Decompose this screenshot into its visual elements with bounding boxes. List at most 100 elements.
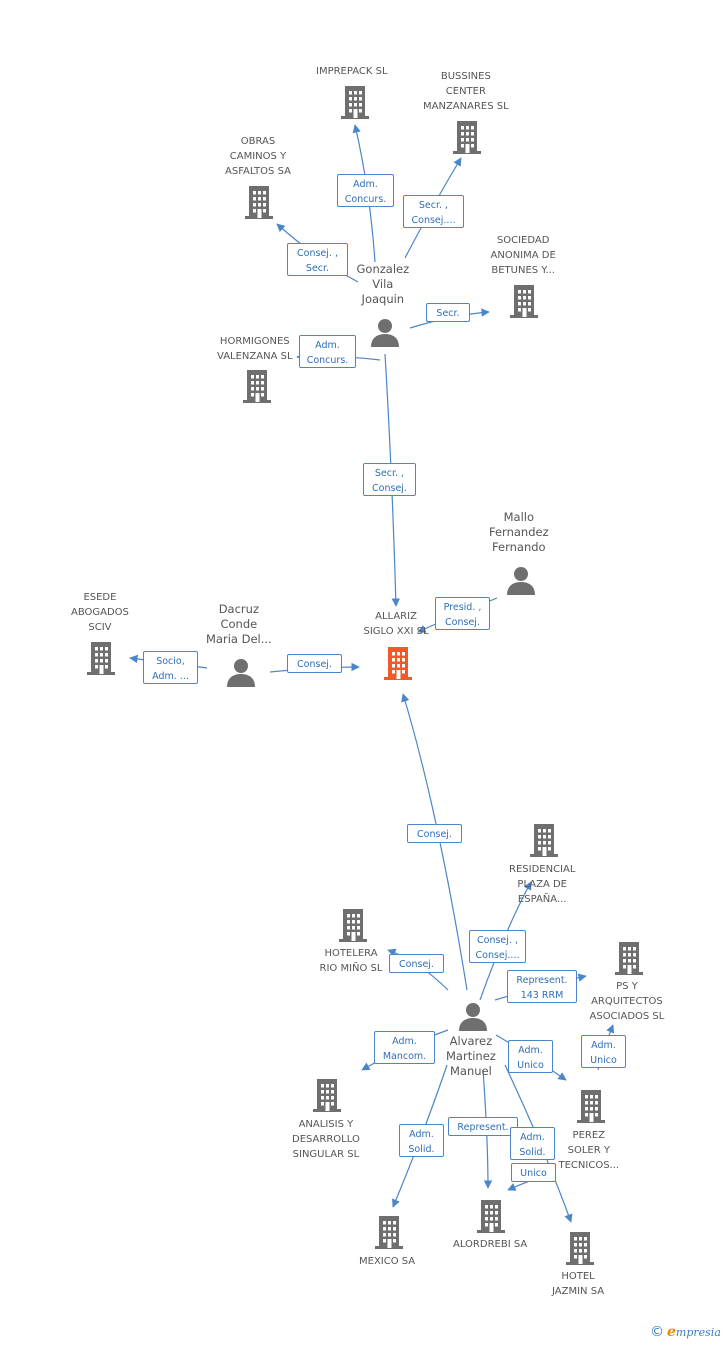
node-name-line: ABOGADOS [71, 607, 129, 618]
node-name-line: HOTELERA [324, 948, 378, 959]
edge-label-14[interactable]: Adm.Unico [508, 1040, 553, 1073]
edge-label-6[interactable]: Presid. ,Consej. [435, 597, 490, 630]
edge-label-9[interactable]: Consej. [407, 824, 462, 843]
edge-label-17[interactable]: Represent. [448, 1117, 518, 1136]
node-name-line: HOTEL [561, 1271, 595, 1282]
node-name-line: CENTER [445, 86, 486, 97]
edge-label-11[interactable]: Consej. [389, 954, 444, 973]
edge-label-7[interactable]: Socio,Adm. ... [143, 651, 198, 684]
edge-label-15[interactable]: Adm. Unico [581, 1035, 626, 1068]
node-name-line: ANALISIS Y [298, 1119, 354, 1130]
person-icon-dacruz[interactable] [225, 656, 257, 693]
building-icon-alordrebi[interactable] [474, 1198, 508, 1239]
node-name-mexico[interactable]: MEXICO SA [359, 1254, 415, 1269]
node-name-line: ANONIMA DE [490, 250, 556, 261]
edge-label-line: Secr. , [374, 468, 405, 479]
node-name-line: RESIDENCIAL [509, 864, 576, 875]
node-name-line: Maria Del... [206, 632, 272, 646]
edge-label-line: Consej. [417, 829, 452, 840]
person-icon-alvarez[interactable] [457, 1000, 489, 1037]
building-icon-psy[interactable] [612, 940, 646, 981]
edge-label-10[interactable]: Consej. , Consej.... [469, 930, 526, 963]
node-name-alordrebi[interactable]: ALORDREBI SA [453, 1237, 527, 1252]
edge-label-2[interactable]: Consej. ,Secr. [287, 243, 348, 276]
edge-label-1[interactable]: Secr. ,Consej.... [403, 195, 464, 228]
edge-label-13[interactable]: Adm.Mancom. [374, 1031, 435, 1064]
building-icon-bussines[interactable] [450, 119, 484, 160]
edge-label-line: Presid. , [443, 602, 482, 613]
edge-label-18[interactable]: Adm. Solid. [510, 1127, 555, 1160]
node-name-line: DESARROLLO [292, 1134, 360, 1145]
building-icon-hormigones[interactable] [240, 368, 274, 409]
edge-label-0[interactable]: Adm.Concurs. [337, 174, 394, 207]
edge-label-line: Solid. [519, 1147, 546, 1158]
building-icon-perez[interactable] [574, 1088, 608, 1129]
edge-label-5[interactable]: Secr. , Consej. [363, 463, 416, 496]
node-name-line: JAZMIN SA [552, 1286, 605, 1297]
edge-label-line: Secr. [436, 308, 460, 319]
node-name-line: SIGLO XXI SL [363, 626, 429, 637]
edge-label-line: Adm. [591, 1040, 616, 1051]
edge-label-19[interactable]: Unico [511, 1163, 556, 1182]
building-icon-hotelera[interactable] [336, 907, 370, 948]
building-icon-jazmin[interactable] [563, 1230, 597, 1271]
building-icon-sociedad[interactable] [507, 283, 541, 324]
building-icon-analisis[interactable] [310, 1077, 344, 1118]
edge-label-line: Secr. [305, 263, 330, 274]
edge-label-line: Adm. [315, 340, 340, 351]
edge-label-line: Unico [517, 1060, 544, 1071]
node-name-line: PLAZA DE [517, 879, 567, 890]
edge-label-line: Consej.... [475, 950, 520, 961]
building-icon-obras[interactable] [242, 184, 276, 225]
node-name-line: ASFALTOS SA [225, 166, 291, 177]
node-name-line: SCIV [88, 622, 112, 633]
edge-label-12[interactable]: Represent.143 RRM [507, 970, 577, 1003]
node-name-line: RIO MIÑO SL [319, 963, 383, 974]
edge-label-line: Adm. [520, 1132, 545, 1143]
brand-name: mpresia [675, 1326, 721, 1339]
node-name-line: VALENZANA SL [217, 351, 293, 362]
edge-label-line: Consej. , [477, 935, 518, 946]
building-icon-esede[interactable] [84, 640, 118, 681]
edge-label-16[interactable]: Adm.Solid. [399, 1124, 444, 1157]
building-icon-allariz[interactable] [381, 645, 415, 686]
edge-label-line: Consej.... [411, 215, 456, 226]
node-name-line: Gonzalez [356, 262, 410, 276]
node-name-line: ALLARIZ [375, 611, 417, 622]
node-name-jazmin[interactable]: HOTEL JAZMIN SA [552, 1269, 604, 1299]
edge-label-4[interactable]: Adm.Concurs. [299, 335, 356, 368]
edge-label-line: Unico [590, 1055, 617, 1066]
node-name-line: HORMIGONES [219, 336, 290, 347]
node-name-hotelera[interactable]: HOTELERA RIO MIÑO SL [320, 946, 383, 976]
edge-label-line: Consej. [297, 659, 332, 670]
node-name-line: ASOCIADOS SL [589, 1011, 665, 1022]
building-icon-mexico[interactable] [372, 1214, 406, 1255]
node-name-imprepack[interactable]: IMPREPACK SL [316, 64, 388, 79]
node-name-line: PS Y [616, 981, 638, 992]
edge-label-line: Adm. [409, 1129, 434, 1140]
building-icon-imprepack[interactable] [338, 84, 372, 125]
node-name-allariz[interactable]: ALLARIZ SIGLO XXI SL [364, 609, 429, 639]
edge-label-line: Concurs. [344, 194, 387, 205]
node-name-hormigones[interactable]: HORMIGONES VALENZANA SL [217, 334, 293, 364]
building-icon-residencial[interactable] [527, 822, 561, 863]
node-name-line: Mallo [503, 510, 535, 524]
person-icon-mallo[interactable] [505, 564, 537, 601]
edge-label-3[interactable]: Secr. [426, 303, 470, 322]
node-name-line: Dacruz [218, 602, 259, 616]
edge-label-8[interactable]: Consej. [287, 654, 342, 673]
edge-label-line: Consej. [372, 483, 407, 494]
person-icon-gonzalez[interactable] [369, 316, 401, 353]
